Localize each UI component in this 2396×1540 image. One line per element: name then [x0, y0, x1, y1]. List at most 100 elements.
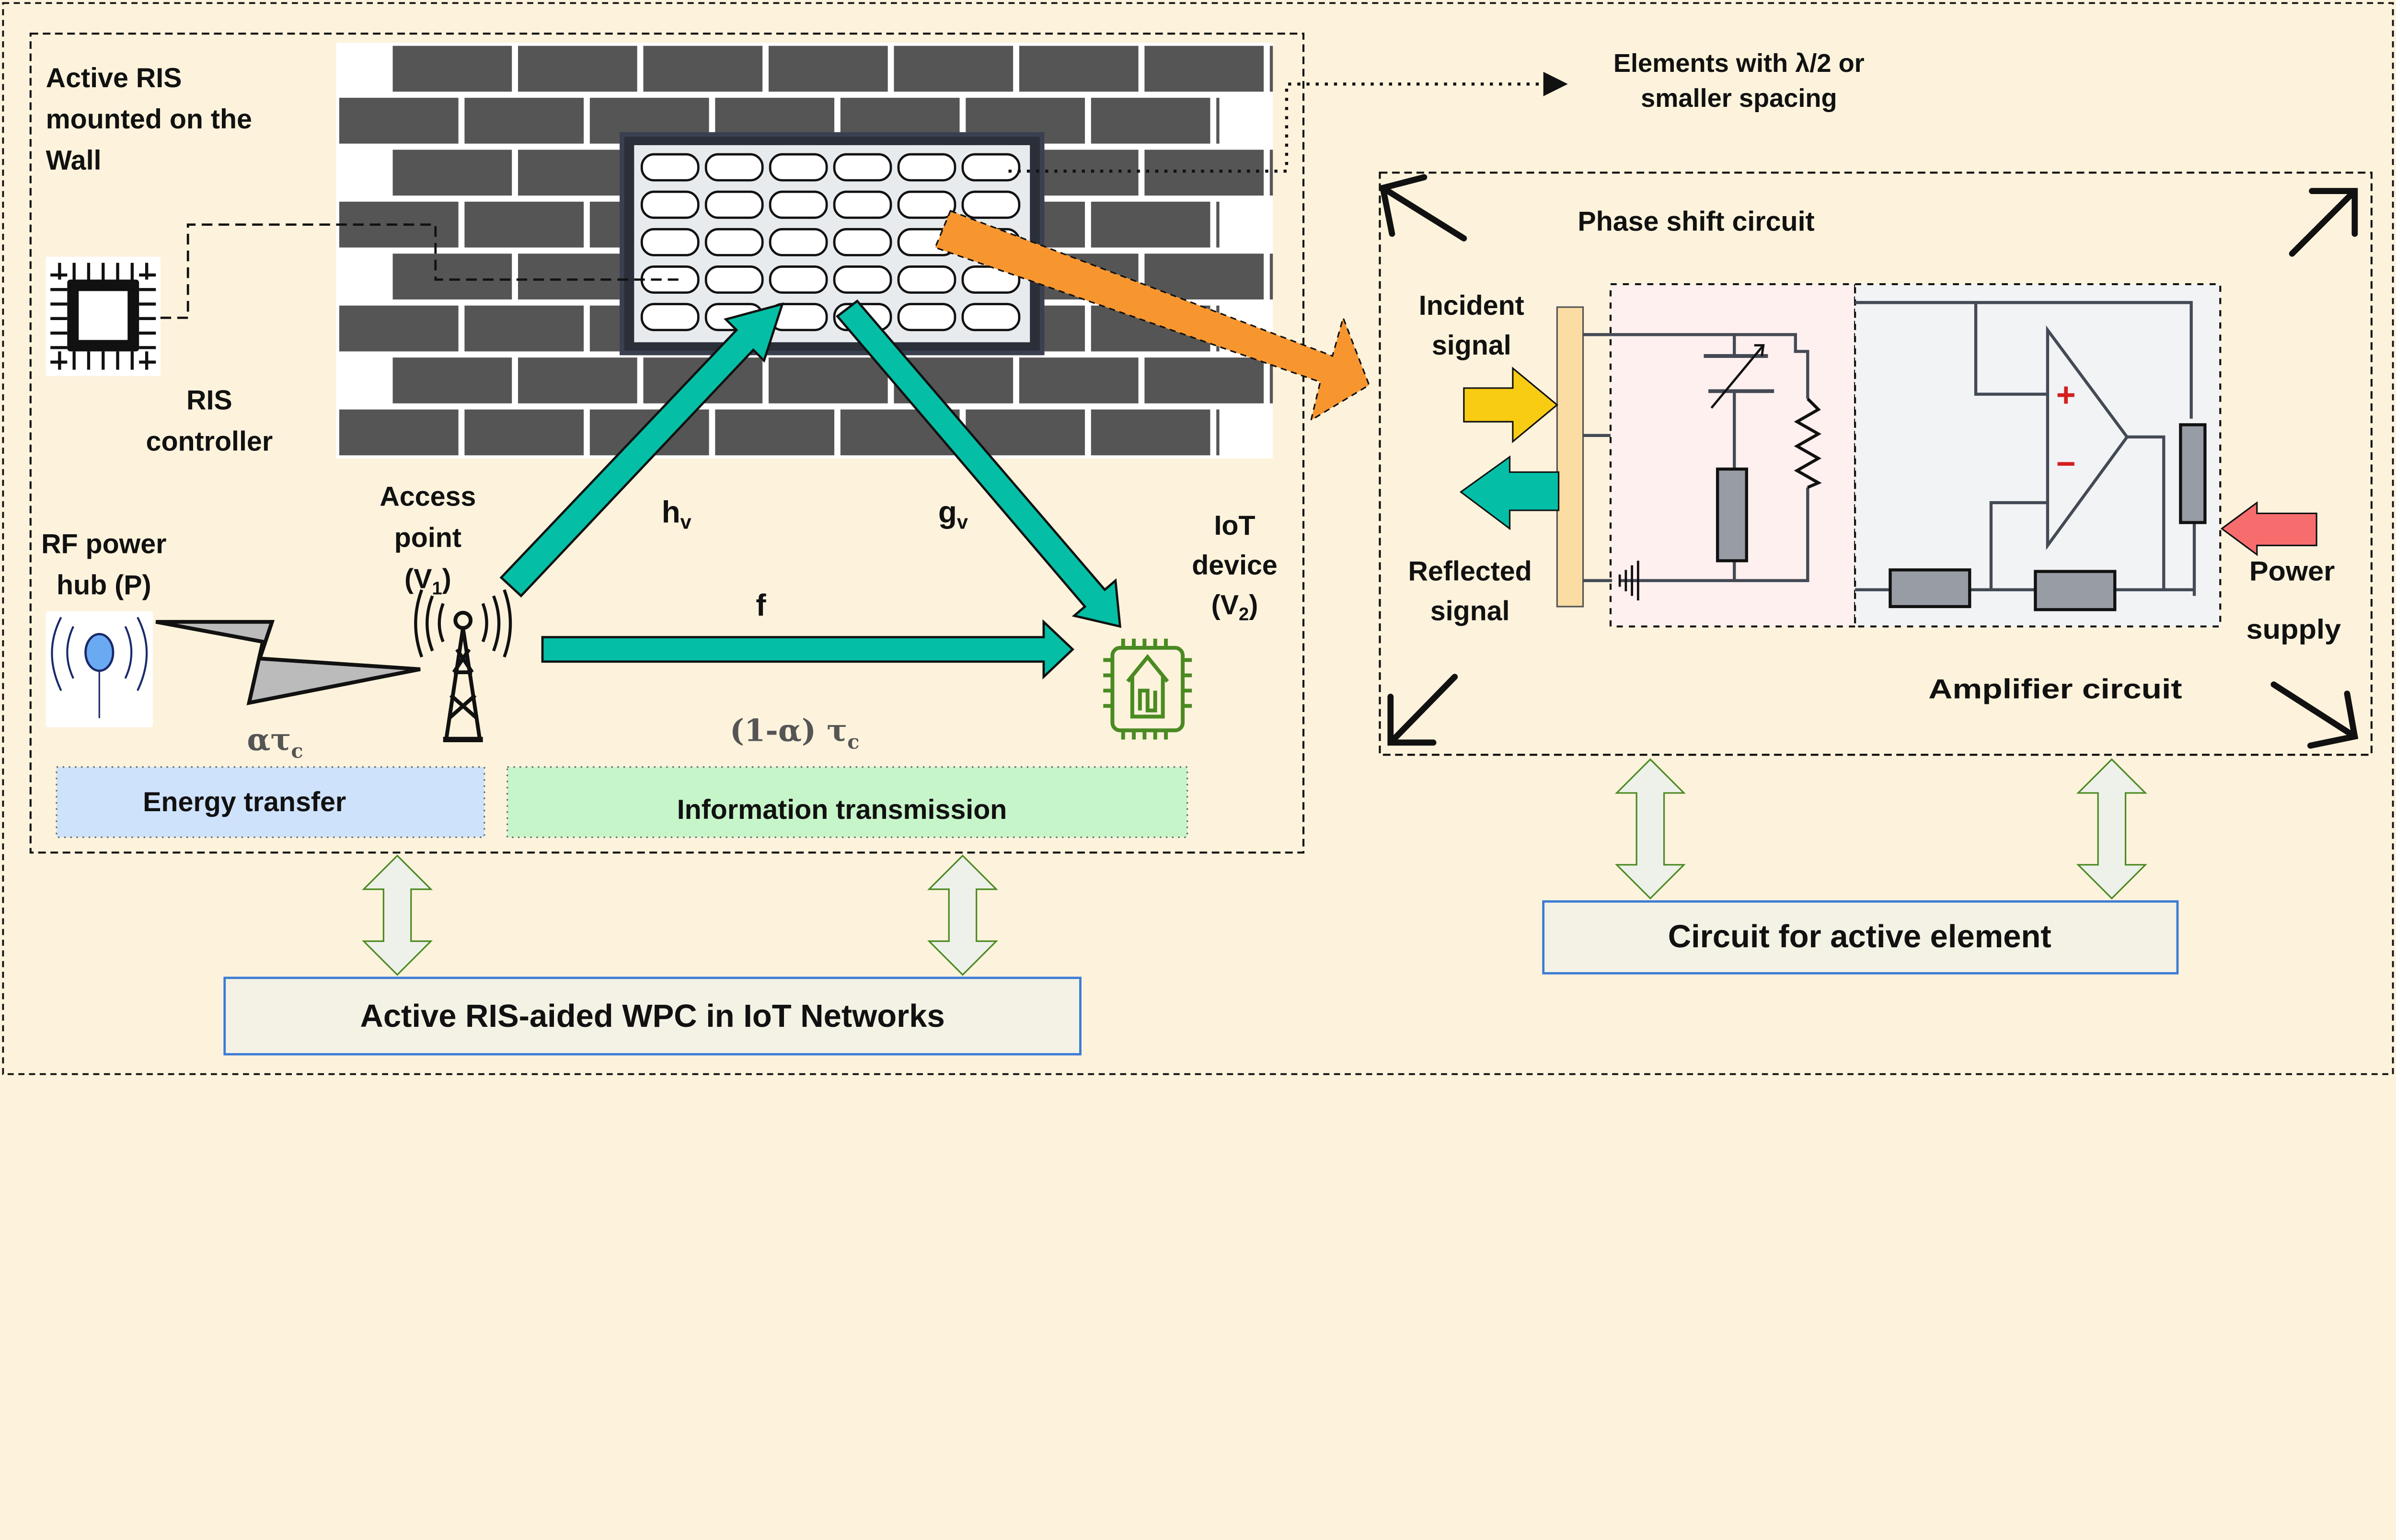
ris-element — [961, 303, 1021, 332]
brick — [1144, 46, 1264, 92]
info-time-label: (1-α) τc — [730, 713, 860, 754]
chip-icon — [46, 256, 161, 376]
brick — [1019, 46, 1139, 92]
ris-element — [897, 153, 956, 182]
brick — [1216, 201, 1220, 248]
system-frame — [29, 33, 1305, 854]
brick — [464, 201, 584, 248]
f-channel-arrow — [541, 619, 1074, 680]
brick — [1216, 98, 1220, 144]
ris-element — [704, 265, 764, 294]
elements-pointer — [1008, 71, 1568, 173]
expand-arrows-icon — [1379, 174, 2359, 749]
energy-transfer-phase — [56, 766, 485, 839]
elements-note: Elements with λ/2 or — [1613, 49, 1865, 78]
ris-element — [897, 190, 956, 219]
ris-element — [833, 153, 892, 182]
amp-load — [2179, 423, 2207, 524]
ris-element — [769, 228, 828, 256]
power-supply-arrow — [2220, 501, 2317, 556]
access-point-tower-icon — [414, 589, 512, 742]
g-channel-label: gv — [938, 495, 968, 533]
phase-shift-label: Phase shift circuit — [1578, 207, 1814, 237]
reflected-signal-label: Reflected — [1408, 556, 1532, 587]
brick — [464, 305, 584, 352]
amp-resistor — [1889, 568, 1971, 609]
resistor-icon — [1794, 398, 1822, 489]
brick — [1269, 357, 1273, 403]
energy-transfer-label: Energy transfer — [143, 787, 346, 817]
element-patch — [1556, 306, 1584, 608]
brick — [1091, 98, 1210, 144]
access-point-label: (V1) — [404, 564, 451, 599]
brick — [464, 409, 584, 456]
amp-resistor — [2034, 570, 2117, 611]
brick — [339, 305, 459, 352]
iot-device-label: (V2) — [1211, 590, 1258, 625]
wireless-power-bolt-icon — [155, 620, 421, 705]
incident-signal-label: signal — [1432, 330, 1511, 361]
op-amp-icon — [2046, 325, 2129, 551]
reflected-signal-arrow — [1459, 455, 1560, 530]
ris-element — [769, 190, 828, 219]
brick — [1091, 409, 1210, 456]
bidirectional-arrow-icon — [1614, 758, 1686, 900]
brick — [518, 149, 637, 196]
brick — [1269, 149, 1273, 196]
controller-link — [160, 223, 683, 319]
brick — [518, 253, 637, 299]
ris-element — [640, 228, 700, 256]
brick — [1269, 46, 1273, 92]
brick — [768, 46, 888, 92]
ris-title: Wall — [46, 145, 102, 176]
brick — [1216, 409, 1220, 456]
ris-element — [769, 265, 828, 294]
brick — [894, 46, 1014, 92]
h-channel-arrow — [499, 302, 784, 598]
iot-device-label: device — [1192, 550, 1278, 581]
ris-element — [640, 303, 700, 332]
ris-element — [961, 190, 1021, 219]
phase-shift-wiring — [1583, 333, 1809, 582]
incident-signal-label: Incident — [1419, 290, 1524, 321]
brick — [715, 409, 835, 456]
elements-note: smaller spacing — [1641, 84, 1837, 113]
rf-hub-label: hub (P) — [57, 570, 151, 600]
left-caption: Active RIS-aided WPC in IoT Networks — [360, 998, 945, 1034]
information-transmission-phase — [507, 766, 1188, 839]
access-point-label: Access — [380, 481, 476, 512]
brick — [1091, 201, 1210, 248]
reflected-signal-label: signal — [1430, 596, 1510, 627]
ris-element — [769, 153, 828, 182]
ris-element — [961, 153, 1021, 182]
ris-element — [833, 228, 892, 256]
brick — [392, 149, 512, 196]
circuit-frame — [1379, 172, 2373, 756]
amplifier-wiring — [1855, 301, 2196, 596]
f-channel-label: f — [756, 588, 766, 622]
bidirectional-arrow-icon — [927, 854, 998, 976]
variable-capacitor-icon — [1710, 344, 1765, 409]
brick — [339, 409, 459, 456]
amplifier-label: Amplifier circuit — [1928, 674, 2182, 704]
brick — [1019, 357, 1139, 403]
ris-element — [704, 228, 764, 256]
ris-element — [833, 190, 892, 219]
brick — [392, 46, 512, 92]
ris-element — [640, 153, 700, 182]
minus-sign: − — [2056, 445, 2076, 483]
energy-time-label: ατc — [247, 722, 303, 763]
brick — [966, 409, 1085, 456]
left-caption-box — [223, 977, 1082, 1056]
brick — [518, 357, 637, 403]
ris-title: mounted on the — [46, 104, 252, 135]
access-point-label: point — [394, 523, 461, 553]
bidirectional-arrow-icon — [362, 854, 433, 976]
ris-element — [704, 153, 764, 182]
ris-controller-label: RIS — [186, 385, 232, 416]
power-supply-label: Power — [2249, 556, 2335, 587]
incident-signal-arrow — [1463, 367, 1558, 443]
right-caption: Circuit for active element — [1668, 919, 2051, 954]
ris-title: Active RIS — [46, 63, 182, 93]
ris-element — [640, 190, 700, 219]
